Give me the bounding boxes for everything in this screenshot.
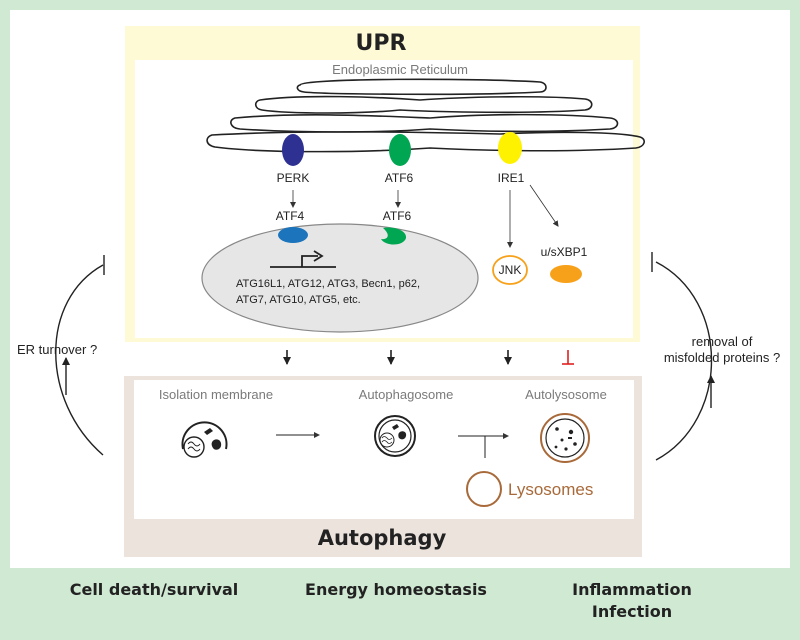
upr-title: UPR <box>355 31 407 56</box>
atf6-factor-label: ATF6 <box>382 209 412 223</box>
promoter-arrow-icon <box>270 250 336 268</box>
er-membrane <box>206 78 645 153</box>
atf4-blob <box>278 227 308 243</box>
stage-autophagosome: Autophagosome <box>358 387 454 402</box>
gene-list-line-1: ATG16L1, ATG12, ATG3, Becn1, p62, <box>236 278 421 290</box>
right-side-label-line-2: misfolded proteins ? <box>663 350 781 365</box>
inhibit-symbol <box>562 350 574 365</box>
atf6-sensor <box>389 134 411 166</box>
right-feedback-arc <box>655 261 713 461</box>
autophagy-title: Autophagy <box>317 526 447 550</box>
ire1-to-xbp1-arrow <box>529 184 559 227</box>
atf6-blob <box>381 227 407 245</box>
ire1-label: IRE1 <box>497 171 525 185</box>
outcome-inflammation: Inflammation <box>572 580 692 599</box>
lysosome-icon <box>466 471 502 507</box>
left-feedback-arc <box>55 264 104 456</box>
xbp1-blob <box>550 265 582 283</box>
atf4-label: ATF4 <box>275 209 305 223</box>
left-side-label: ER turnover ? <box>17 342 98 357</box>
atf6-sensor-label: ATF6 <box>384 171 414 185</box>
er-label: Endoplasmic Reticulum <box>332 62 468 77</box>
jnk-label: JNK <box>498 263 522 277</box>
autophagosome-icon <box>374 415 416 457</box>
stage-autolysosome: Autolysosome <box>525 387 607 402</box>
nucleus <box>201 223 479 333</box>
outcome-energy-homeostasis: Energy homeostasis <box>305 580 487 599</box>
ire1-sensor <box>498 132 522 164</box>
gene-list-line-2: ATG7, ATG10, ATG5, etc. <box>236 294 361 306</box>
outcome-infection: Infection <box>591 602 673 621</box>
outcome-cell-death: Cell death/survival <box>69 580 239 599</box>
perk-label: PERK <box>276 171 310 185</box>
right-side-label-line-1: removal of <box>691 334 753 349</box>
perk-sensor <box>282 134 304 166</box>
isolation-membrane-icon <box>181 421 228 458</box>
autolysosome-icon <box>540 413 590 463</box>
lysosomes-label: Lysosomes <box>508 480 594 499</box>
stage-isolation-membrane: Isolation membrane <box>158 387 274 402</box>
jnk-circle <box>492 255 528 285</box>
xbp1-label: u/sXBP1 <box>540 245 588 259</box>
